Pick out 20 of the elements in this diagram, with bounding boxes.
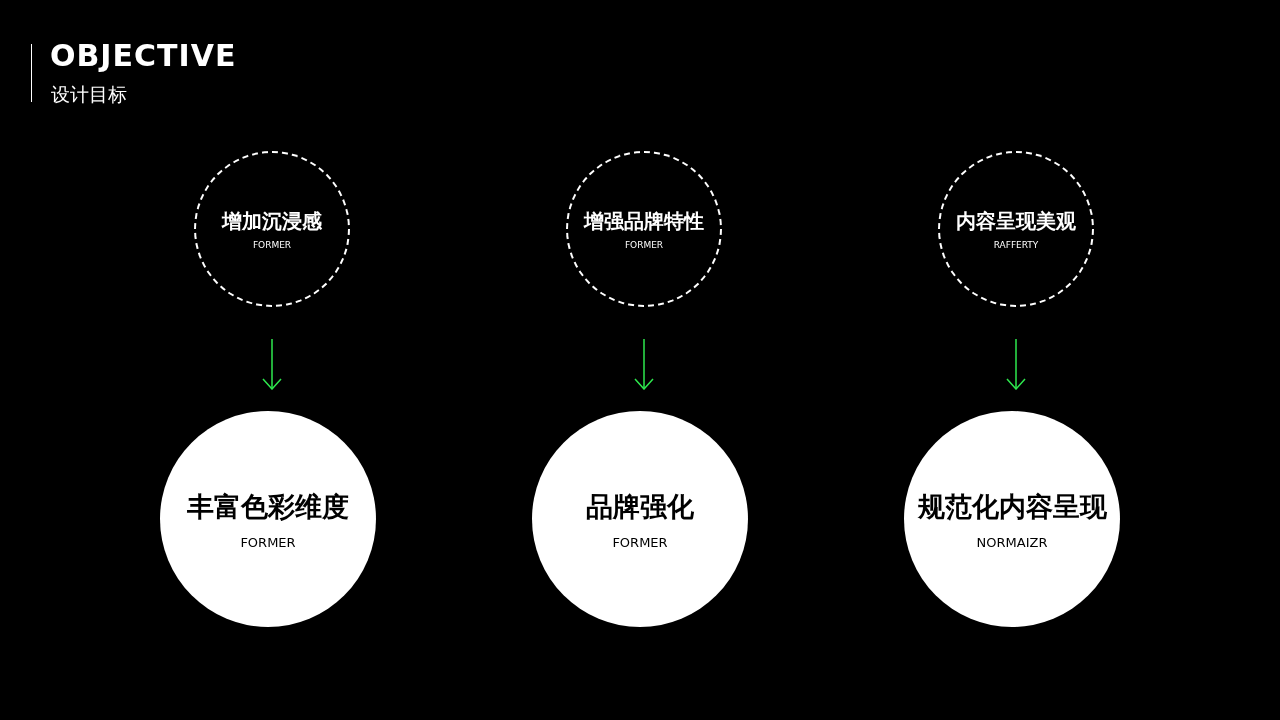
node-title: 品牌强化 <box>586 489 694 524</box>
title: OBJECTIVE <box>50 38 237 73</box>
node-label: FORMER <box>624 240 664 250</box>
node-label: FORMER <box>252 240 292 250</box>
dashed-circle <box>194 151 350 307</box>
arrow <box>634 338 654 390</box>
dashed-circle <box>938 151 1094 307</box>
dashed-circle <box>566 151 722 307</box>
node-title: 丰富色彩维度 <box>187 489 349 524</box>
node-title: 增强品牌特性 <box>584 208 704 235</box>
node-label: RAFFERTY <box>993 240 1039 250</box>
arrow <box>262 338 282 390</box>
node-title: 增加沉浸感 <box>222 208 322 235</box>
node-label: FORMER <box>240 534 296 550</box>
node-title: 内容呈现美观 <box>956 208 1076 235</box>
node-label: FORMER <box>612 534 668 550</box>
node-title: 规范化内容呈现 <box>917 489 1107 524</box>
node-label: NORMAIZR <box>976 534 1048 550</box>
arrow <box>1006 338 1026 390</box>
subtitle: 设计目标 <box>51 82 127 107</box>
